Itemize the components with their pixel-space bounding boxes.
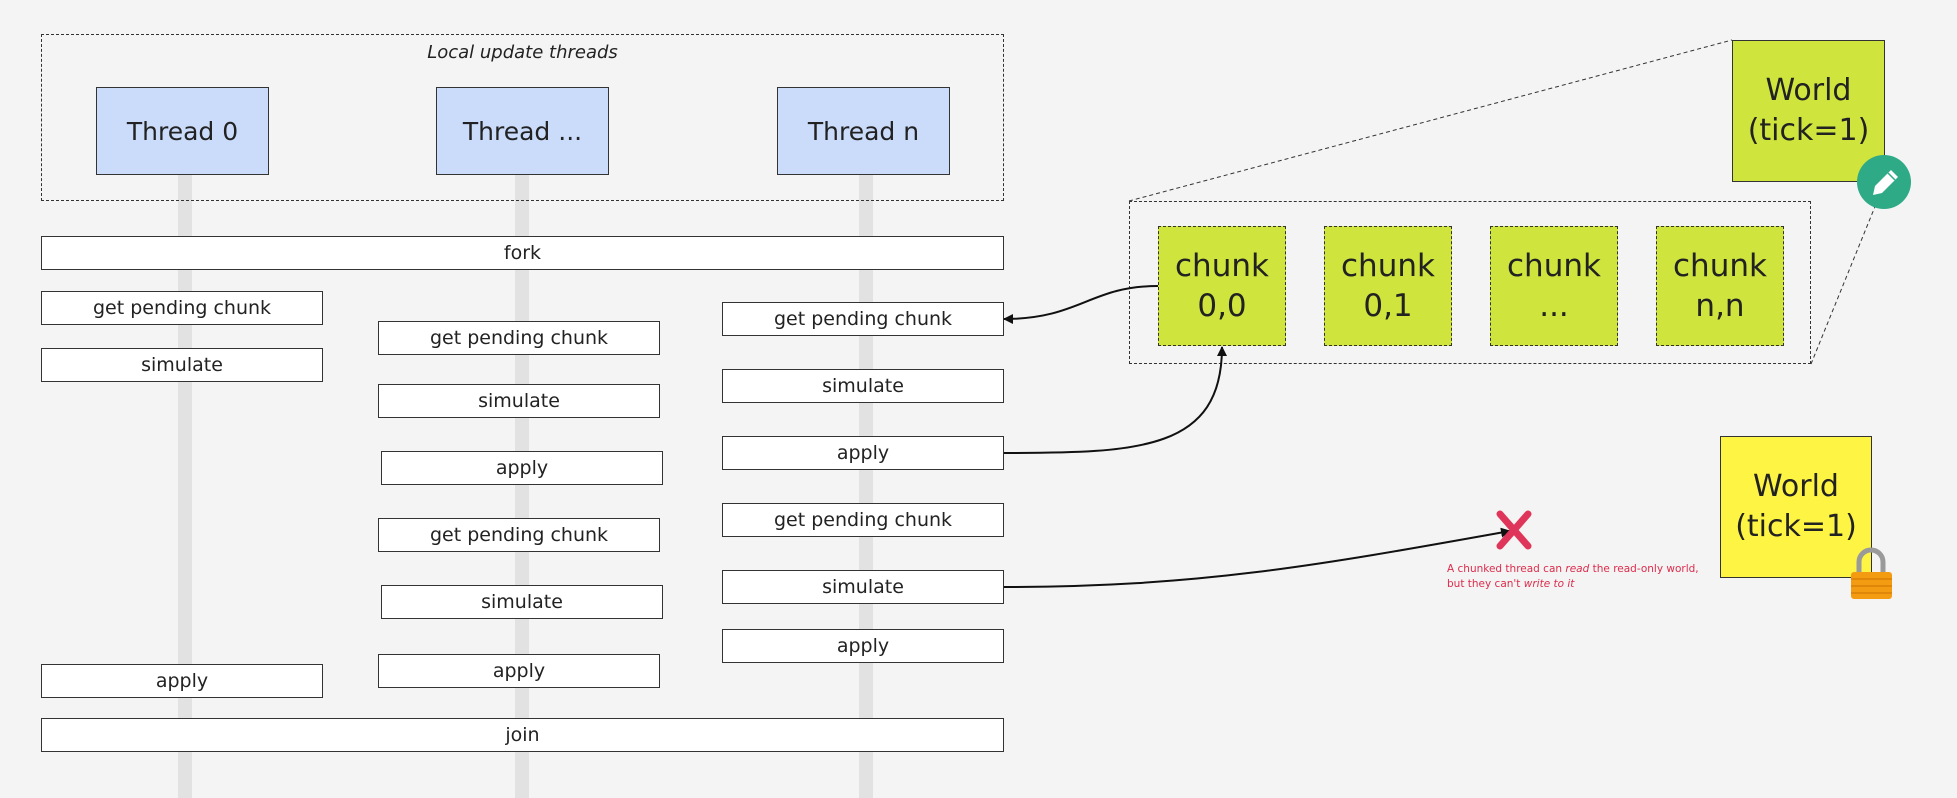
arrow-simulate-to-readonly	[1003, 527, 1511, 588]
zoom-line-left	[1128, 39, 1733, 202]
blocked-cross-icon	[1496, 510, 1532, 550]
zoom-line-right	[1810, 181, 1886, 365]
arrow-chunk-to-get-pending	[1003, 285, 1159, 324]
t1-step-simulate-2: simulate	[381, 585, 663, 619]
group-title: Local update threads	[427, 42, 618, 63]
t1-step-simulate-1: simulate	[378, 384, 660, 418]
world-readonly: World (tick=1)	[1720, 436, 1872, 578]
chunk-0-1-line2: 0,1	[1363, 288, 1413, 324]
join-bar: join	[41, 718, 1004, 752]
note-em-read: read	[1565, 563, 1590, 575]
chunk-mid-line2: ...	[1539, 288, 1569, 324]
read-only-note-line1: A chunked thread can read the read-only …	[1447, 562, 1707, 577]
world-readonly-line1: World	[1753, 468, 1839, 504]
read-only-note-line2: but they can't write to it	[1447, 577, 1707, 592]
chunk-n-n-line2: n,n	[1695, 288, 1745, 324]
fork-bar: fork	[41, 236, 1004, 270]
tn-step-simulate-1: simulate	[722, 369, 1004, 403]
chunk-n-n-line1: chunk	[1673, 247, 1767, 284]
chunk-0-0-line2: 0,0	[1197, 288, 1247, 324]
t1-step-get-pending-chunk-2: get pending chunk	[378, 518, 660, 552]
note-em-write: write to it	[1523, 578, 1575, 591]
t1-step-get-pending-chunk-1: get pending chunk	[378, 321, 660, 355]
t0-step-get-pending-chunk: get pending chunk	[41, 291, 323, 325]
pencil-icon	[1857, 155, 1911, 209]
read-only-note: A chunked thread can read the read-only …	[1447, 562, 1707, 592]
chunk-0-0: chunk 0,0	[1158, 226, 1286, 346]
chunk-container	[1129, 201, 1811, 364]
tn-step-apply-2: apply	[722, 629, 1004, 663]
note-part2: the read-only world,	[1589, 563, 1699, 575]
chunk-n-n: chunk n,n	[1656, 226, 1784, 346]
tn-step-get-pending-chunk-2: get pending chunk	[722, 503, 1004, 537]
chunk-mid-line1: chunk	[1507, 247, 1601, 284]
note-part3: but they can't	[1447, 578, 1524, 591]
t0-step-simulate: simulate	[41, 348, 323, 382]
lock-icon	[1851, 547, 1892, 599]
thread-n-box: Thread n	[777, 87, 950, 175]
world-writable-line2: (tick=1)	[1747, 113, 1870, 148]
t1-step-apply-1: apply	[381, 451, 663, 485]
thread-mid-box: Thread ...	[436, 87, 609, 175]
chunk-0-1-line1: chunk	[1341, 247, 1435, 284]
world-writable: World (tick=1)	[1732, 40, 1885, 182]
thread-0-lane	[178, 175, 192, 798]
world-writable-line1: World	[1765, 72, 1852, 108]
arrow-apply-to-chunk	[1003, 346, 1227, 454]
tn-step-simulate-2: simulate	[722, 570, 1004, 604]
thread-0-box: Thread 0	[96, 87, 269, 175]
tn-step-apply-1: apply	[722, 436, 1004, 470]
tn-step-get-pending-chunk-1: get pending chunk	[722, 302, 1004, 336]
t1-step-apply-2: apply	[378, 654, 660, 688]
t0-step-apply: apply	[41, 664, 323, 698]
chunk-mid: chunk ...	[1490, 226, 1618, 346]
local-update-threads-group: Local update threads	[41, 34, 1004, 201]
chunk-0-1: chunk 0,1	[1324, 226, 1452, 346]
note-part1: A chunked thread can	[1447, 563, 1566, 575]
chunk-0-0-line1: chunk	[1175, 247, 1269, 284]
world-readonly-line2: (tick=1)	[1735, 509, 1857, 544]
